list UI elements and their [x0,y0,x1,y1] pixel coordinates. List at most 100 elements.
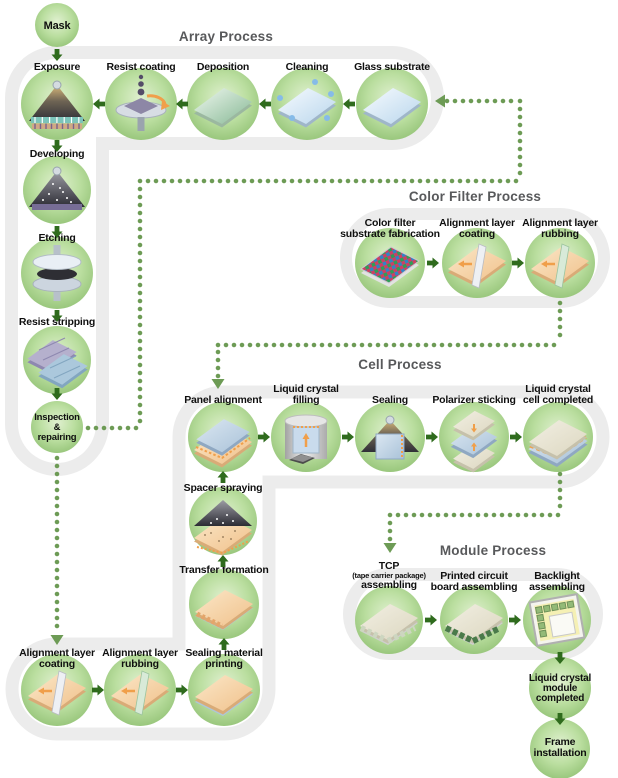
panel-alignment-label: Panel alignment [184,394,262,406]
spacer-spraying-icon [194,500,252,556]
section-title-module: Module Process [440,543,546,558]
node-polarizer-sticking: Polarizer sticking [432,394,516,473]
etching-icon [32,245,82,301]
arrow-right-icon [258,431,270,443]
dotted-arrowhead-down-icon [211,379,225,389]
arrow-down-icon [554,713,566,725]
cleaning-label: Cleaning [286,61,329,73]
mask-inner-label: Mask [44,20,72,32]
arrow-up-icon [217,555,229,567]
printed-circuit-board-assembling-icon [444,604,503,645]
deposition-icon [194,88,252,128]
arrow-down-icon [51,388,63,400]
dotted-arrowhead-down-icon [50,635,64,645]
node-inspection-repairing: Inspection&repairing [31,401,83,453]
node-deposition: Deposition [187,61,259,140]
deposition-label: Deposition [197,61,249,73]
tcp-assembling-icon [359,604,418,645]
frame-installation-circle [530,719,590,778]
arrow-down-icon [554,652,566,664]
node-etching: Etching [21,232,93,309]
node-mask: Mask [35,3,79,47]
glass-substrate-icon [363,88,421,128]
node-tcp-assembling: TCP(tape carrier package)assembling [352,560,427,654]
arrow-right-icon [512,257,524,269]
node-resist-coating: Resist coating [105,61,177,140]
polarizer-sticking-label: Polarizer sticking [432,394,515,406]
transfer-formation-label: Transfer formation [179,564,268,576]
resist-stripping-label: Resist stripping [19,316,95,328]
alignment-layer-coating-icon [28,670,86,716]
color-filter-substrate-fabrication-icon [360,246,420,287]
transfer-formation-icon [195,590,253,630]
arrow-left-icon [343,98,355,110]
arrow-down-icon [51,226,63,238]
arrow-right-icon [342,431,354,443]
node-resist-stripping: Resist stripping [19,316,95,394]
sealing-icon [361,415,419,460]
node-glass-substrate: Glass substrate [354,61,430,140]
arrow-up-icon [218,638,230,650]
alignment-layer-rubbing-icon [111,670,169,716]
node-cleaning: Cleaning [271,61,343,140]
node-developing: Developing [23,148,91,224]
dotted-arrowhead-left-icon [435,94,445,108]
dotted-connectors [50,94,563,645]
glass-substrate-label: Glass substrate [354,61,430,73]
sealing-material-printing-icon [195,675,253,716]
liquid-crystal-module-completed-circle [529,657,591,719]
arrow-up-icon [217,471,229,483]
liquid-crystal-cell-completed-icon [528,420,588,467]
spacer-spraying-label: Spacer spraying [184,482,263,494]
panel-alignment-icon [194,419,252,468]
flow-arrows [51,49,566,725]
node-transfer-formation: Transfer formation [179,564,269,639]
arrow-right-icon [425,614,437,626]
arrow-down-icon [51,310,63,322]
arrow-left-icon [93,98,105,110]
etching-label: Etching [38,232,75,244]
tcp-assembling-label: TCP(tape carrier package)assembling [352,560,426,591]
inspection-repairing-inner-label: Inspection&repairing [34,412,80,443]
mask-circle [35,3,79,47]
arrow-left-icon [259,98,271,110]
arrow-right-icon [176,684,188,696]
node-sealing: Sealing [355,394,425,472]
section-title-color-filter: Color Filter Process [409,189,541,204]
resist-coating-icon [115,74,170,131]
developing-label: Developing [30,148,85,160]
resist-stripping-icon [27,337,88,389]
arrow-down-icon [51,49,63,61]
node-exposure: Exposure [21,61,93,140]
arrow-right-icon [509,614,521,626]
dotted-arrowhead-down-icon [383,543,397,553]
cf-alignment-layer-rubbing-icon [531,243,589,289]
section-title-cell: Cell Process [358,357,441,372]
arrow-down-icon [51,140,63,152]
